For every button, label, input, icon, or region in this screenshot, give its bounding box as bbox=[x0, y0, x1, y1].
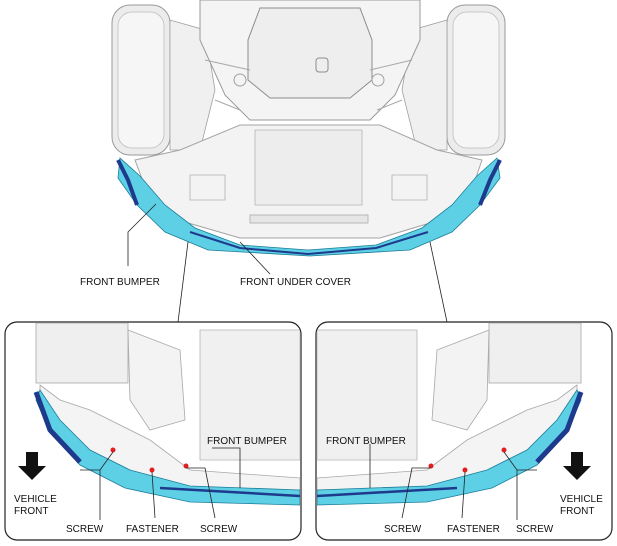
label-left-fastener: FASTENER bbox=[126, 524, 179, 535]
left-screw-point-2 bbox=[183, 463, 189, 469]
label-left-vehicle: VEHICLE bbox=[14, 494, 57, 505]
right-wheel bbox=[401, 4, 506, 156]
leader-right-fastener bbox=[461, 471, 466, 519]
leader-left-screw-2 bbox=[186, 467, 216, 519]
leader-top-front-under-cover bbox=[239, 241, 271, 275]
leader-left-front-bumper bbox=[212, 447, 241, 488]
front-under-cover bbox=[134, 124, 483, 239]
label-right-vehicle: VEHICLE bbox=[560, 494, 603, 505]
label-left-front-bumper: FRONT BUMPER bbox=[207, 436, 287, 447]
right-screw-point-1 bbox=[428, 463, 434, 469]
down-arrow-icon bbox=[563, 452, 591, 480]
label-top-front-bumper: FRONT BUMPER bbox=[80, 277, 160, 288]
leader-right-screw-2 bbox=[503, 451, 537, 520]
label-top-front-under-cover: FRONT UNDER COVER bbox=[240, 277, 351, 288]
label-left-screw-1: SCREW bbox=[66, 524, 104, 535]
down-arrow-icon bbox=[18, 452, 46, 480]
right-fastener-point bbox=[462, 467, 468, 473]
leader-right-detail bbox=[429, 241, 448, 323]
label-right-front: FRONT bbox=[560, 506, 594, 517]
left-screw-point-1 bbox=[110, 447, 116, 453]
left-wheel bbox=[111, 4, 216, 156]
leader-top-front-bumper bbox=[127, 203, 157, 266]
leader-left-screw-1 bbox=[80, 451, 114, 520]
engine-subframe bbox=[199, 0, 421, 121]
leader-left-detail bbox=[177, 241, 189, 323]
main-view: FRONT BUMPER FRONT UNDER COVER bbox=[80, 0, 506, 323]
label-right-fastener: FASTENER bbox=[447, 524, 500, 535]
label-right-screw-2: SCREW bbox=[516, 524, 554, 535]
left-fastener-point bbox=[149, 467, 155, 473]
right-detail-view: VEHICLE FRONT SCREW FASTENER SCREW FRONT… bbox=[315, 321, 613, 541]
label-right-screw-1: SCREW bbox=[384, 524, 422, 535]
leader-left-fastener bbox=[151, 471, 156, 519]
right-screw-point-2 bbox=[501, 447, 507, 453]
label-right-front-bumper: FRONT BUMPER bbox=[326, 436, 406, 447]
label-left-screw-2: SCREW bbox=[200, 524, 238, 535]
left-detail-view: VEHICLE FRONT SCREW FASTENER SCREW FRONT… bbox=[4, 321, 302, 541]
leader-right-screw-1 bbox=[401, 467, 431, 519]
front-bumper bbox=[116, 157, 502, 257]
label-left-front: FRONT bbox=[14, 506, 48, 517]
